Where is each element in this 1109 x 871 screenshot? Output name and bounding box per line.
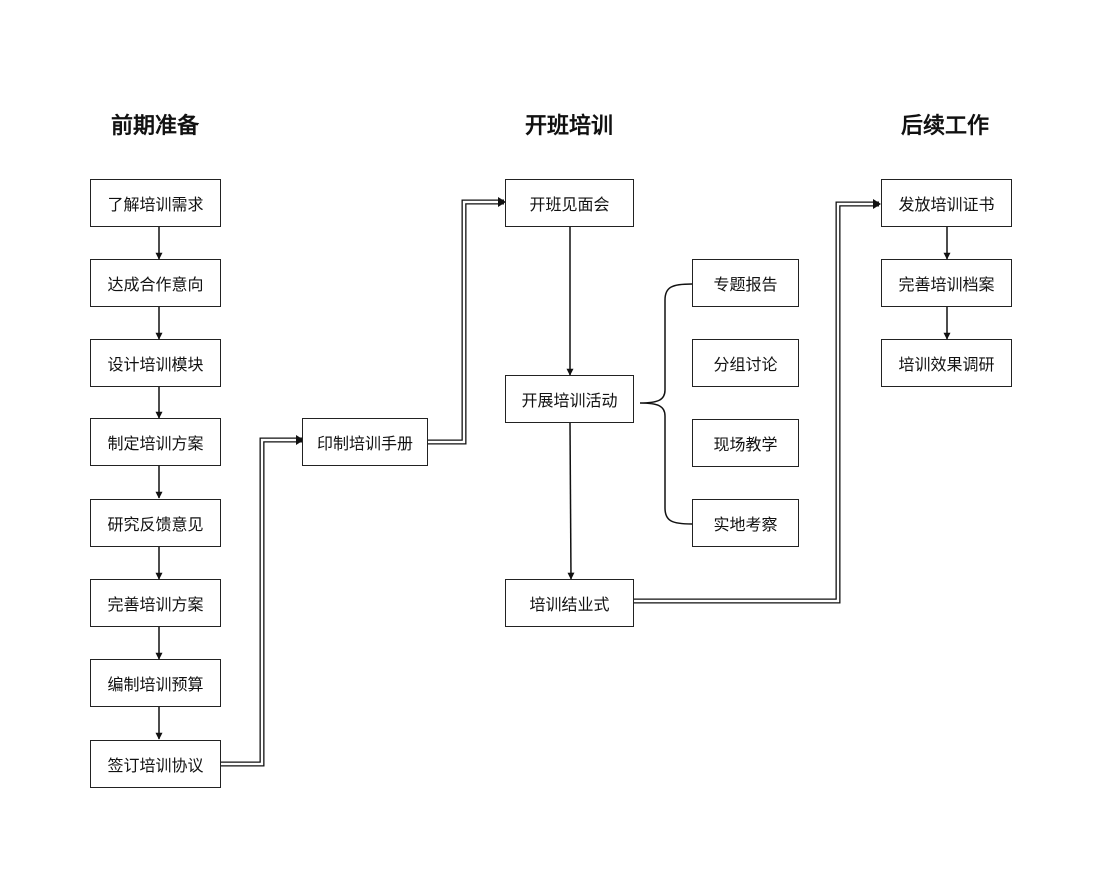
step-sign-agreement: 签订培训协议 bbox=[90, 740, 221, 788]
step-design-modules: 设计培训模块 bbox=[90, 339, 221, 387]
step-make-plan: 制定培训方案 bbox=[90, 418, 221, 466]
step-study-feedback: 研究反馈意见 bbox=[90, 499, 221, 547]
activity-group-discussion: 分组讨论 bbox=[692, 339, 799, 387]
step-training-activities: 开展培训活动 bbox=[505, 375, 634, 423]
heading-prep: 前期准备 bbox=[110, 113, 199, 139]
connector-agreement-to-handbook bbox=[221, 435, 304, 767]
connector-handbook-to-opening bbox=[427, 197, 506, 445]
step-budget: 编制培训预算 bbox=[90, 659, 221, 707]
step-reach-agreement: 达成合作意向 bbox=[90, 259, 221, 307]
activities-brace bbox=[639, 283, 693, 525]
step-graduation: 培训结业式 bbox=[505, 579, 634, 627]
step-understand-needs: 了解培训需求 bbox=[90, 179, 221, 227]
arrow-activities-to-closing bbox=[567, 422, 575, 580]
step-refine-plan: 完善培训方案 bbox=[90, 579, 221, 627]
step-opening-meeting: 开班见面会 bbox=[505, 179, 634, 227]
connector-closing-to-certificate bbox=[634, 199, 881, 604]
step-print-handbook: 印制培训手册 bbox=[302, 418, 428, 466]
activity-lecture: 专题报告 bbox=[692, 259, 799, 307]
step-effect-survey: 培训效果调研 bbox=[881, 339, 1012, 387]
step-complete-archives: 完善培训档案 bbox=[881, 259, 1012, 307]
step-issue-certificates: 发放培训证书 bbox=[881, 179, 1012, 227]
heading-followup: 后续工作 bbox=[900, 113, 989, 139]
heading-training: 开班培训 bbox=[524, 113, 613, 139]
activity-onsite-teaching: 现场教学 bbox=[692, 419, 799, 467]
activity-field-visit: 实地考察 bbox=[692, 499, 799, 547]
